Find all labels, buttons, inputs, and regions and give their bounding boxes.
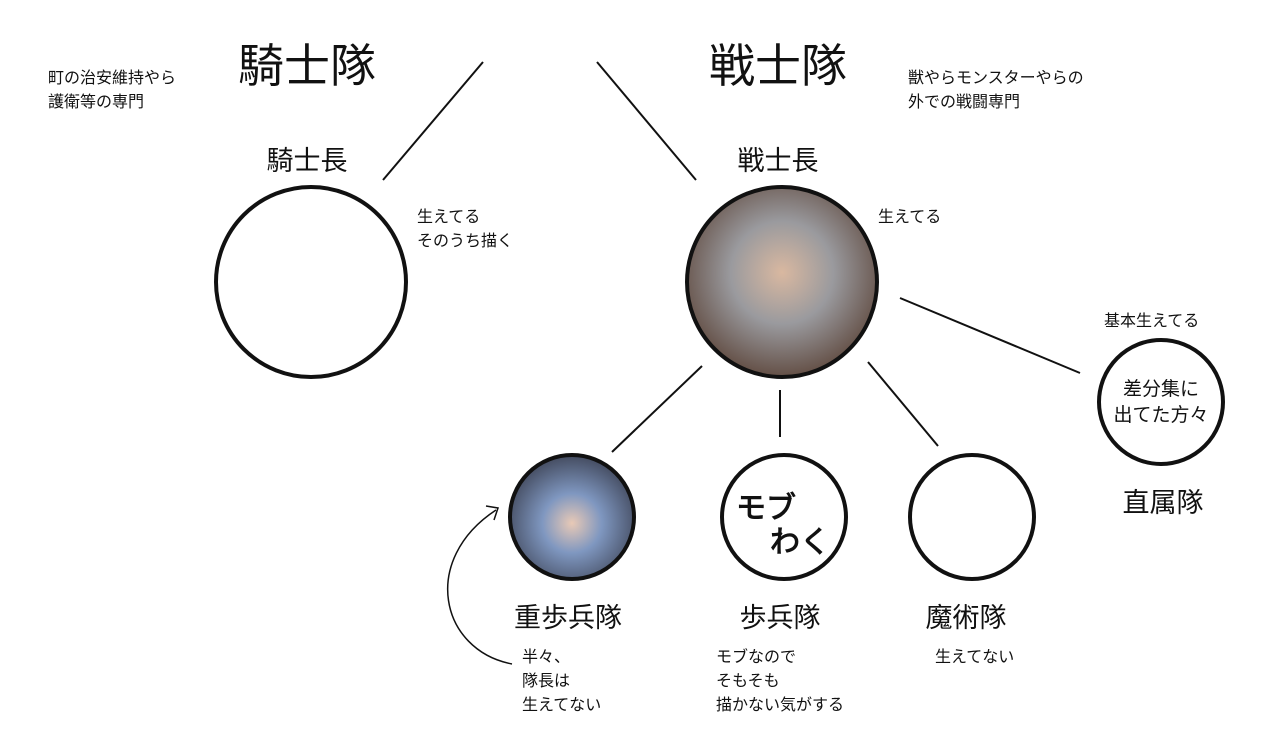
infantry-note-1: モブなので [716, 647, 796, 666]
knights-desc-2: 護衛等の専門 [48, 92, 144, 111]
warrior-leader-note: 生えてる [878, 207, 941, 226]
line-to-magic-unit [867, 361, 939, 447]
infantry-note-3: 描かない気がする [716, 695, 844, 714]
line-to-knight-leader [382, 61, 484, 181]
heavy-infantry-portrait [508, 453, 636, 581]
heavy-infantry-note-2: 隊長は [522, 671, 570, 690]
knight-leader-title: 騎士長 [267, 146, 348, 177]
direct-unit-inner-1: 差分集に [1123, 378, 1199, 400]
warriors-desc-1: 獣やらモンスターやらの [908, 68, 1084, 87]
connector-lines [382, 61, 1081, 665]
knights-title: 騎士隊 [238, 39, 376, 93]
infantry-title: 歩兵隊 [740, 603, 821, 634]
infantry-circle [720, 453, 848, 581]
infantry-inner-1: モブ [736, 491, 796, 526]
heavy-infantry-title: 重歩兵隊 [514, 603, 622, 634]
warriors-desc-2: 外での戦闘専門 [908, 92, 1020, 111]
arrow-head-icon [485, 505, 499, 521]
warriors-title: 戦士隊 [709, 39, 847, 93]
magic-unit-circle [908, 453, 1036, 581]
magic-unit-title: 魔術隊 [926, 603, 1007, 634]
warrior-leader-portrait [685, 185, 879, 379]
direct-unit-inner-2: 出てた方々 [1113, 404, 1208, 426]
warrior-leader-title: 戦士長 [738, 146, 819, 177]
direct-unit-circle [1097, 338, 1225, 466]
line-to-direct-unit [899, 297, 1081, 374]
infantry-inner-2: わく [770, 525, 830, 560]
heavy-infantry-note-1: 半々、 [522, 647, 570, 666]
knight-leader-note-1: 生えてる [417, 207, 480, 226]
direct-unit-note: 基本生えてる [1104, 311, 1199, 330]
line-to-heavy-infantry [611, 365, 703, 453]
heavy-infantry-note-3: 生えてない [522, 695, 601, 714]
curved-arrow [447, 509, 513, 665]
line-to-warrior-leader [596, 61, 697, 181]
infantry-note-2: そもそも [716, 671, 780, 690]
knight-leader-note-2: そのうち描く [417, 231, 513, 250]
knight-leader-portrait [214, 185, 408, 379]
direct-unit-title: 直属隊 [1123, 488, 1204, 519]
knights-desc-1: 町の治安維持やら [48, 68, 176, 87]
magic-unit-note: 生えてない [935, 647, 1014, 666]
